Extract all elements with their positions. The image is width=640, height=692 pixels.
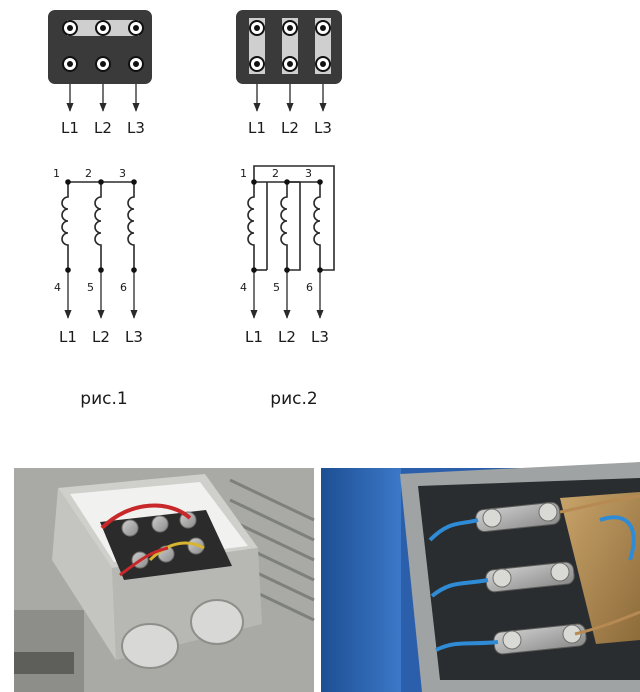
figure1-output-line-1: L1 [59, 328, 77, 346]
figure2-terminal-6: 6 [306, 281, 313, 294]
figure1-terminal-6: 6 [120, 281, 127, 294]
photo-motor-terminal-box-2 [321, 462, 640, 692]
figure1-terminal-block: L1 L2 L3 [48, 10, 152, 137]
figure2-terminal-1: 1 [240, 167, 247, 180]
figure2-output-line-1: L1 [245, 328, 263, 346]
figure1-terminal-2: 2 [85, 167, 92, 180]
figure1-terminal-4: 4 [54, 281, 61, 294]
photo-motor-terminal-box-1 [14, 468, 315, 692]
figure1-block-line-1: L1 [61, 119, 79, 137]
figure2-block-line-2: L2 [281, 119, 299, 137]
figure2-terminal-2: 2 [272, 167, 279, 180]
figure1-star-schematic [61, 181, 138, 319]
figure1-block-line-2: L2 [94, 119, 112, 137]
figure1-nodes [65, 179, 137, 273]
figure1-caption: рис.1 [80, 389, 127, 409]
figure2-output-line-2: L2 [278, 328, 296, 346]
figure1-output-line-2: L2 [92, 328, 110, 346]
figure1-terminal-5: 5 [87, 281, 94, 294]
figure2-terminal-4: 4 [240, 281, 247, 294]
figure1-block-line-3: L3 [127, 119, 145, 137]
figure2-block-line-3: L3 [314, 119, 332, 137]
figure1-output-line-3: L3 [125, 328, 143, 346]
figure2-terminal-3: 3 [305, 167, 312, 180]
figure2-output-line-3: L3 [311, 328, 329, 346]
figure2-caption: рис.2 [270, 389, 317, 409]
figure2-terminal-block: L1 L2 L3 [236, 10, 342, 137]
figure2-block-line-1: L1 [248, 119, 266, 137]
figure1-terminal-1: 1 [53, 167, 60, 180]
figure2-nodes [251, 179, 323, 273]
figure1-terminal-3: 3 [119, 167, 126, 180]
figure2-delta-schematic [247, 165, 335, 319]
figure2-terminal-5: 5 [273, 281, 280, 294]
